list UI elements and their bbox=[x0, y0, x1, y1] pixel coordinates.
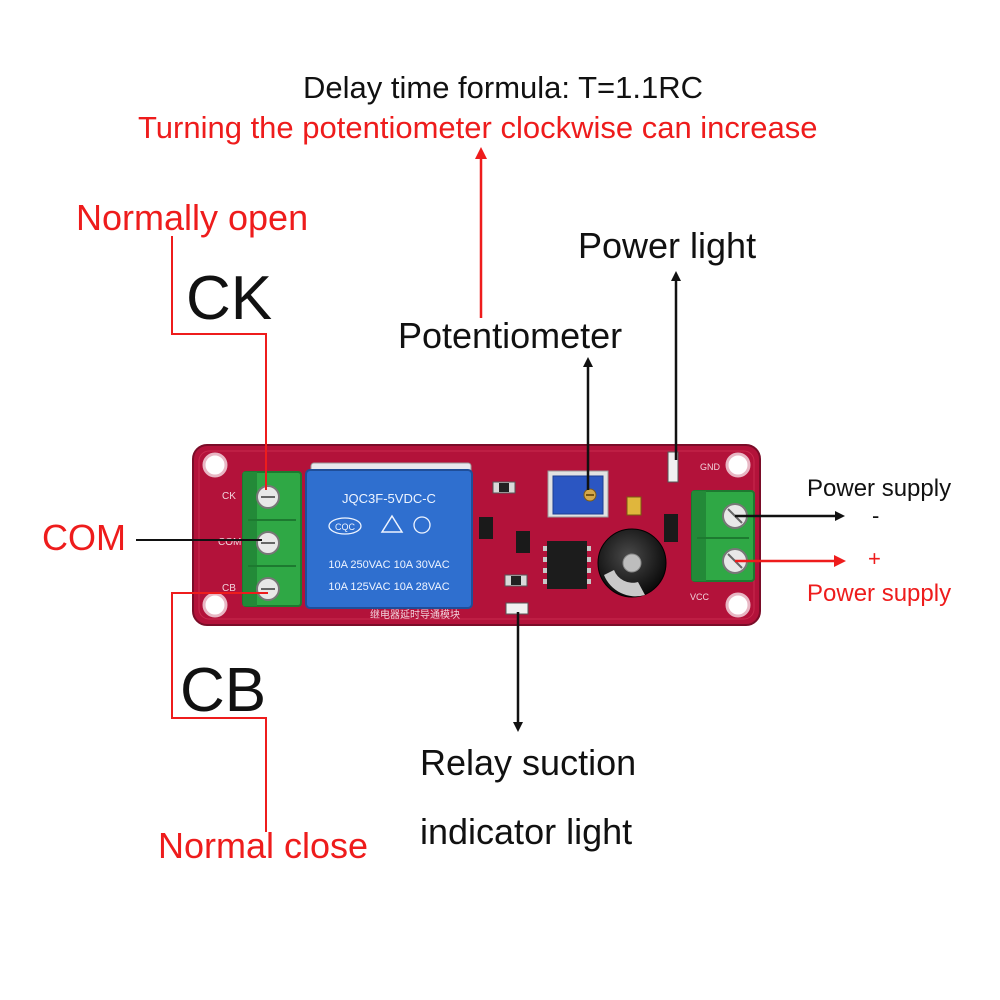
com-label: COM bbox=[42, 517, 126, 558]
silk-vcc-label: VCC bbox=[690, 592, 710, 602]
relay-cert-label: CQC bbox=[335, 522, 356, 532]
power-supply-minus-label: Power supply bbox=[807, 475, 952, 502]
electrolytic-capacitor bbox=[597, 528, 667, 598]
pcb-board: CK COM CB JQC3F-5VDC-C CQC 10A 250VAC 10… bbox=[192, 444, 761, 626]
relay-suction-label-line-2: indicator light bbox=[420, 811, 633, 852]
smd-transistor bbox=[479, 517, 493, 539]
silk-chinese-label: 继电器延时导通模块 bbox=[370, 608, 460, 621]
silk-cb-label: CB bbox=[222, 583, 236, 594]
mounting-hole-icon bbox=[202, 592, 228, 618]
normal-close-leader bbox=[171, 592, 268, 832]
potentiometer bbox=[547, 470, 609, 518]
cqc-logo-icon bbox=[328, 517, 362, 535]
relay-model-label: JQC3F-5VDC-C bbox=[342, 491, 436, 506]
silk-ck-label: CK bbox=[222, 491, 236, 502]
mounting-hole-icon bbox=[725, 592, 751, 618]
power-indicator-led bbox=[667, 451, 679, 483]
smd-diode bbox=[516, 531, 530, 553]
power-light-label: Power light bbox=[578, 225, 757, 266]
silk-com-label: COM bbox=[218, 537, 241, 548]
relay-rating-line-1: 10A 250VAC 10A 30VAC bbox=[328, 559, 449, 571]
increase-note-label: Turning the potentiometer clockwise can … bbox=[138, 110, 818, 145]
warning-triangle-icon bbox=[380, 514, 404, 533]
smd-component bbox=[626, 496, 642, 516]
silk-gnd-label: GND bbox=[700, 462, 721, 472]
relay-rating-line-2: 10A 125VAC 10A 28VAC bbox=[328, 581, 449, 593]
minus-sign-label: - bbox=[872, 503, 880, 528]
mounting-hole-icon bbox=[725, 452, 751, 478]
relay: JQC3F-5VDC-C CQC 10A 250VAC 10A 30VAC 10… bbox=[305, 462, 473, 609]
mounting-hole-icon bbox=[202, 452, 228, 478]
potentiometer-label: Potentiometer bbox=[398, 315, 623, 356]
plus-sign-label: + bbox=[868, 546, 881, 571]
normally-open-label: Normally open bbox=[76, 197, 309, 238]
cb-label: CB bbox=[180, 656, 267, 725]
delay-formula-label: Delay time formula: T=1.1RC bbox=[303, 70, 703, 105]
normally-open-leader bbox=[171, 236, 267, 490]
relay-suction-label-line-1: Relay suction bbox=[420, 742, 637, 783]
callout-lines bbox=[136, 147, 846, 832]
power-terminal-block bbox=[691, 490, 755, 582]
timer-ic bbox=[543, 541, 591, 589]
smd-component bbox=[664, 514, 678, 542]
power-supply-plus-label: Power supply bbox=[807, 580, 952, 607]
normal-close-label: Normal close bbox=[158, 825, 369, 866]
ul-logo-icon bbox=[413, 516, 431, 534]
ck-label: CK bbox=[186, 264, 273, 333]
